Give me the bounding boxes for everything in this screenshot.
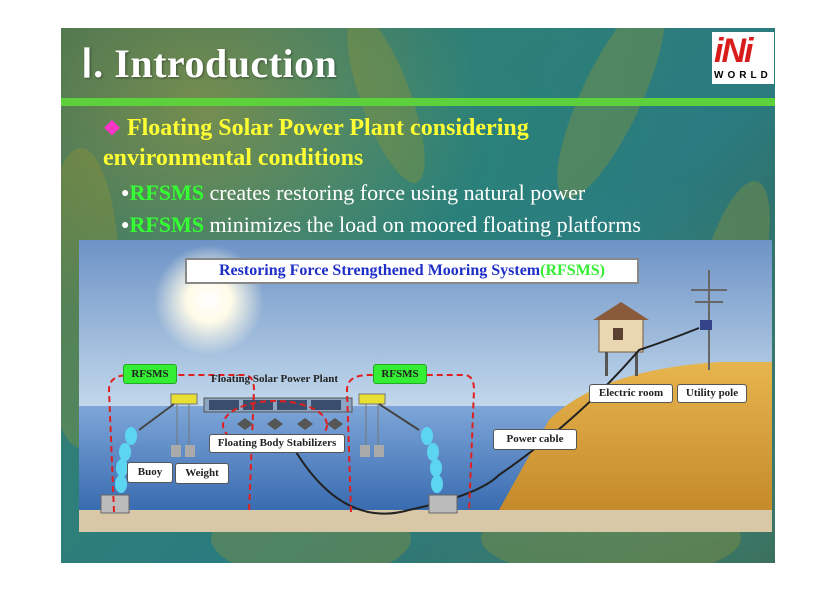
- logo: iNi WORLD: [712, 32, 774, 84]
- mooring-system-diagram: Restoring Force Strengthened Mooring Sys…: [79, 240, 772, 532]
- diamond-bullet-icon: ❖: [103, 118, 121, 140]
- weight-label: Weight: [175, 463, 229, 484]
- sub-bullet-keyword: RFSMS: [129, 180, 205, 205]
- sub-bullet-text: creates restoring force using natural po…: [204, 180, 586, 205]
- sub-bullet: ●RFSMS creates restoring force using nat…: [121, 180, 585, 207]
- main-bullet: ❖Floating Solar Power Plant considering …: [103, 114, 663, 173]
- electric-room-label: Electric room: [589, 384, 673, 403]
- rfsms-right-label: RFSMS: [373, 364, 427, 384]
- electric-room-building: [593, 302, 649, 376]
- diagram-title-main: Restoring Force Strengthened Mooring Sys…: [218, 262, 541, 279]
- page-title: Ⅰ. Introduction: [81, 41, 338, 86]
- diagram-title-acronym: (RFSMS): [540, 262, 606, 279]
- utility-pole-structure: [691, 270, 727, 370]
- dot-bullet-icon: ●: [121, 218, 130, 233]
- sub-bullet-keyword: RFSMS: [129, 212, 205, 237]
- solar-platform: [203, 397, 353, 430]
- slide: Ⅰ. Introduction iNi WORLD ❖Floating Sola…: [61, 28, 775, 563]
- power-cable-label: Power cable: [493, 429, 577, 450]
- sub-bullet: ●RFSMS minimizes the load on moored floa…: [121, 212, 641, 239]
- stabilizers-label: Floating Body Stabilizers: [209, 434, 345, 453]
- buoy-label: Buoy: [127, 462, 173, 483]
- dot-bullet-icon: ●: [121, 186, 130, 201]
- plant-label: Floating Solar Power Plant: [211, 373, 339, 385]
- utility-pole-label: Utility pole: [677, 384, 747, 403]
- logo-mark: iNi: [714, 32, 753, 70]
- sub-bullet-text: minimizes the load on moored floating pl…: [204, 212, 641, 237]
- left-mooring: [100, 393, 198, 514]
- main-bullet-text: Floating Solar Power Plant considering e…: [103, 115, 529, 171]
- right-mooring: [358, 393, 458, 514]
- rfsms-left-label: RFSMS: [123, 364, 177, 384]
- diagram-title: Restoring Force Strengthened Mooring Sys…: [185, 258, 639, 284]
- logo-word: WORLD: [714, 70, 772, 81]
- title-divider: [61, 98, 775, 106]
